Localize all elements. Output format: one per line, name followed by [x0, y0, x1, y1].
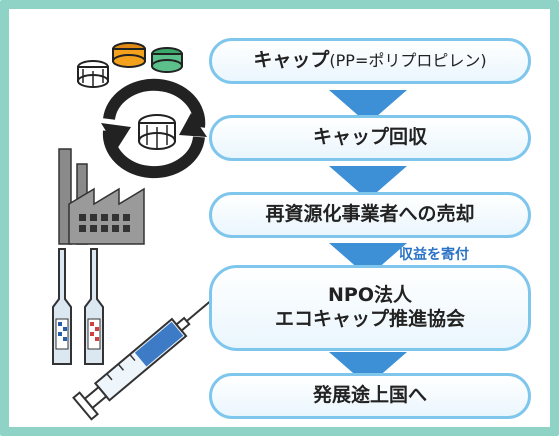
recycle-cap-icon [101, 78, 207, 179]
step-developing-label: 発展途上国へ [312, 384, 427, 407]
down-arrow-icon [329, 90, 407, 124]
step-npo-line2: エコキャップ推進協会 [274, 308, 465, 330]
ampoules-icon [52, 248, 104, 365]
step-sale-label: 再資源化事業者への売却 [265, 203, 475, 226]
down-arrow-icon [329, 352, 407, 386]
step-collection-label: キャップ回収 [312, 126, 427, 149]
down-arrow-icon [329, 243, 407, 277]
step-sale: 再資源化事業者への売却 [209, 192, 531, 238]
step-npo-line1: NPO法人 [328, 284, 412, 307]
syringe-icon [72, 299, 209, 421]
factory-icon [58, 148, 145, 245]
step-developing: 発展途上国へ [209, 373, 531, 419]
down-arrow-icon [329, 166, 407, 200]
step-cap-label: キャップ [253, 49, 330, 72]
step-collection: キャップ回収 [209, 115, 531, 161]
donation-note: 収益を寄付 [399, 247, 469, 263]
step-cap-sub: (PP=ポリプロピレン) [329, 51, 487, 70]
illustrations [52, 42, 209, 421]
bottle-caps-icon [77, 42, 183, 88]
step-cap: キャップ(PP=ポリプロピレン) [209, 38, 531, 84]
step-npo: NPO法人 エコキャップ推進協会 [209, 265, 531, 351]
